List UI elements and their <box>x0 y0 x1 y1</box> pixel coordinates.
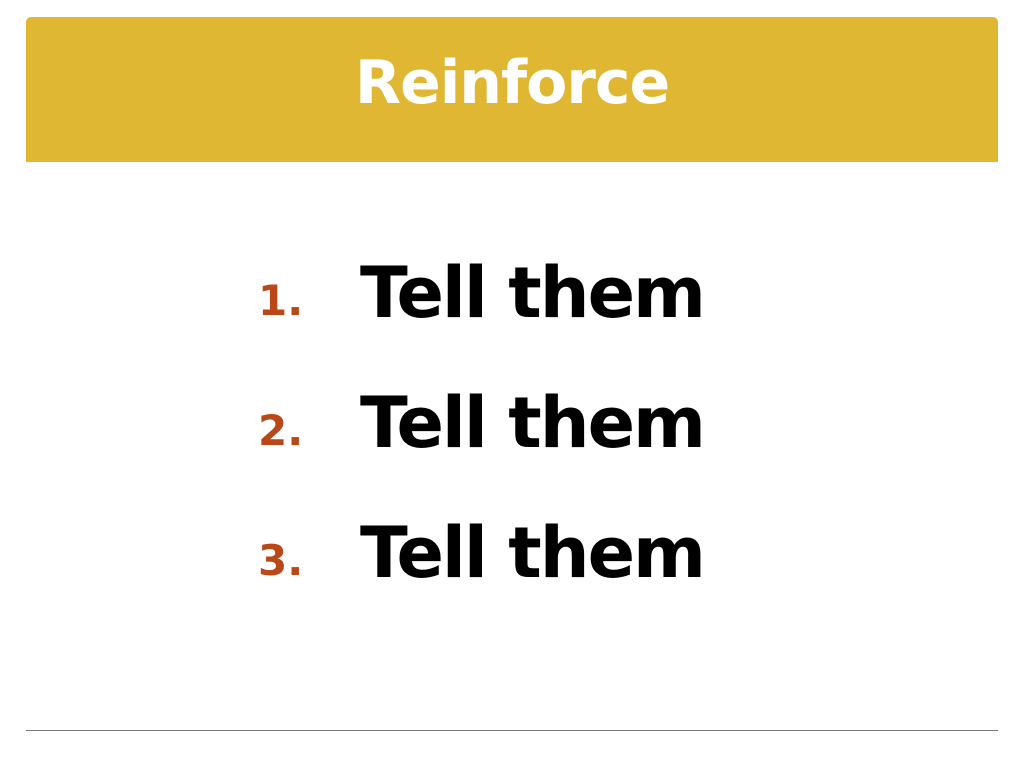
list-item-number: 2. <box>258 406 304 455</box>
list-item: 1. Tell them <box>258 258 778 388</box>
slide-title: Reinforce <box>354 47 670 118</box>
list-item: 2. Tell them <box>258 388 778 518</box>
numbered-list: 1. Tell them 2. Tell them 3. Tell them <box>258 258 778 648</box>
list-item-number: 3. <box>258 536 304 585</box>
title-bar: Reinforce <box>26 17 998 162</box>
list-item: 3. Tell them <box>258 518 778 648</box>
list-item-text: Tell them <box>360 382 706 464</box>
list-item-text: Tell them <box>360 512 706 594</box>
list-item-text: Tell them <box>360 252 706 334</box>
list-item-number: 1. <box>258 276 304 325</box>
footer-divider <box>26 730 998 731</box>
